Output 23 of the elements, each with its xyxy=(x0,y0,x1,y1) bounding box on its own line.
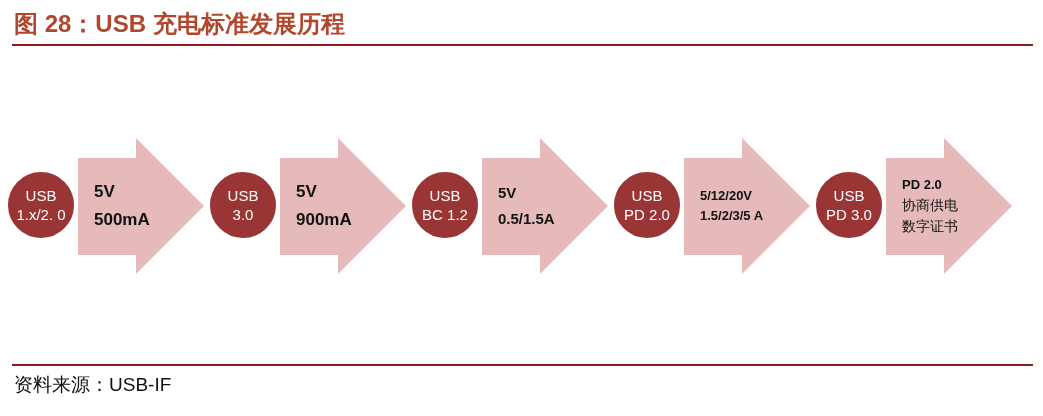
spec-text: 0.5/1.5A xyxy=(498,210,556,228)
version-label: USB 3.0 xyxy=(226,186,260,224)
arrow-shape xyxy=(482,138,608,274)
source-caption: 资料来源：USB-IF xyxy=(14,373,172,397)
spec-text: 500mA xyxy=(94,210,151,231)
version-label: USB PD 3.0 xyxy=(825,186,873,224)
arrow-shape xyxy=(886,138,1012,274)
spec-text: 900mA xyxy=(296,210,353,231)
version-label: USB BC 1.2 xyxy=(421,186,469,224)
spec-text: PD 2.0 xyxy=(902,177,943,193)
version-label: USB PD 2.0 xyxy=(623,186,671,224)
spec-text: 协商供电 xyxy=(902,197,959,214)
arrow-shape xyxy=(78,138,204,274)
version-label: USB 1.x/2. 0 xyxy=(16,186,66,224)
spec-text: 5V xyxy=(94,181,116,202)
spec-text: 5V xyxy=(296,181,318,202)
arrow-shape xyxy=(280,138,406,274)
spec-text: 数字证书 xyxy=(902,217,959,235)
spec-text: 5/12/20V xyxy=(700,188,754,204)
arrow-shape xyxy=(684,138,810,274)
figure-title: 图 28：USB 充电标准发展历程 xyxy=(14,9,345,39)
spec-text: 5V xyxy=(498,184,518,202)
spec-text: 1.5/2/3/5 A xyxy=(700,208,765,224)
